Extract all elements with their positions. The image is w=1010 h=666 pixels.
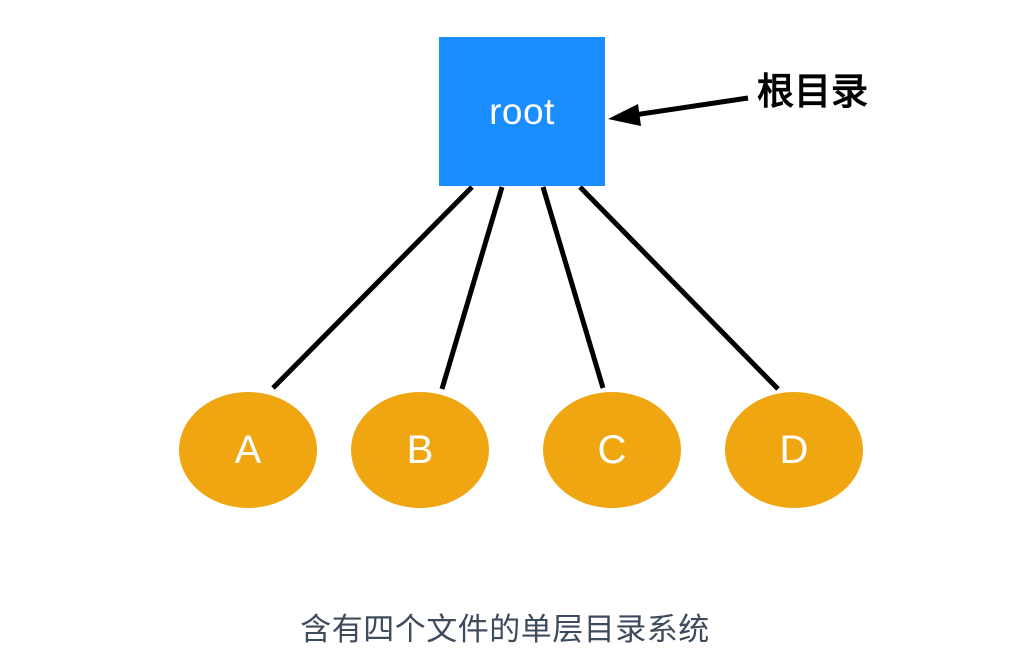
file-label-b: B bbox=[406, 428, 434, 472]
diagram-caption: 含有四个文件的单层目录系统 bbox=[300, 612, 710, 647]
root-directory-label: root bbox=[489, 91, 555, 132]
root-directory-node: root bbox=[439, 37, 605, 186]
edge-root-a bbox=[271, 185, 474, 390]
file-node-b: B bbox=[351, 392, 489, 508]
edge-root-c bbox=[540, 186, 606, 389]
file-label-a: A bbox=[234, 428, 262, 472]
file-label-c: C bbox=[597, 428, 627, 472]
annotation-label: 根目录 bbox=[757, 71, 868, 112]
file-node-c: C bbox=[543, 392, 681, 508]
annotation-arrow-shaft bbox=[633, 95, 749, 118]
annotation-arrow bbox=[608, 95, 749, 126]
edge-root-d bbox=[578, 185, 780, 391]
file-label-d: D bbox=[779, 428, 809, 472]
annotation-arrow-head bbox=[608, 104, 641, 126]
edge-root-b bbox=[439, 186, 505, 390]
file-node-d: D bbox=[725, 392, 863, 508]
file-node-a: A bbox=[179, 392, 317, 508]
